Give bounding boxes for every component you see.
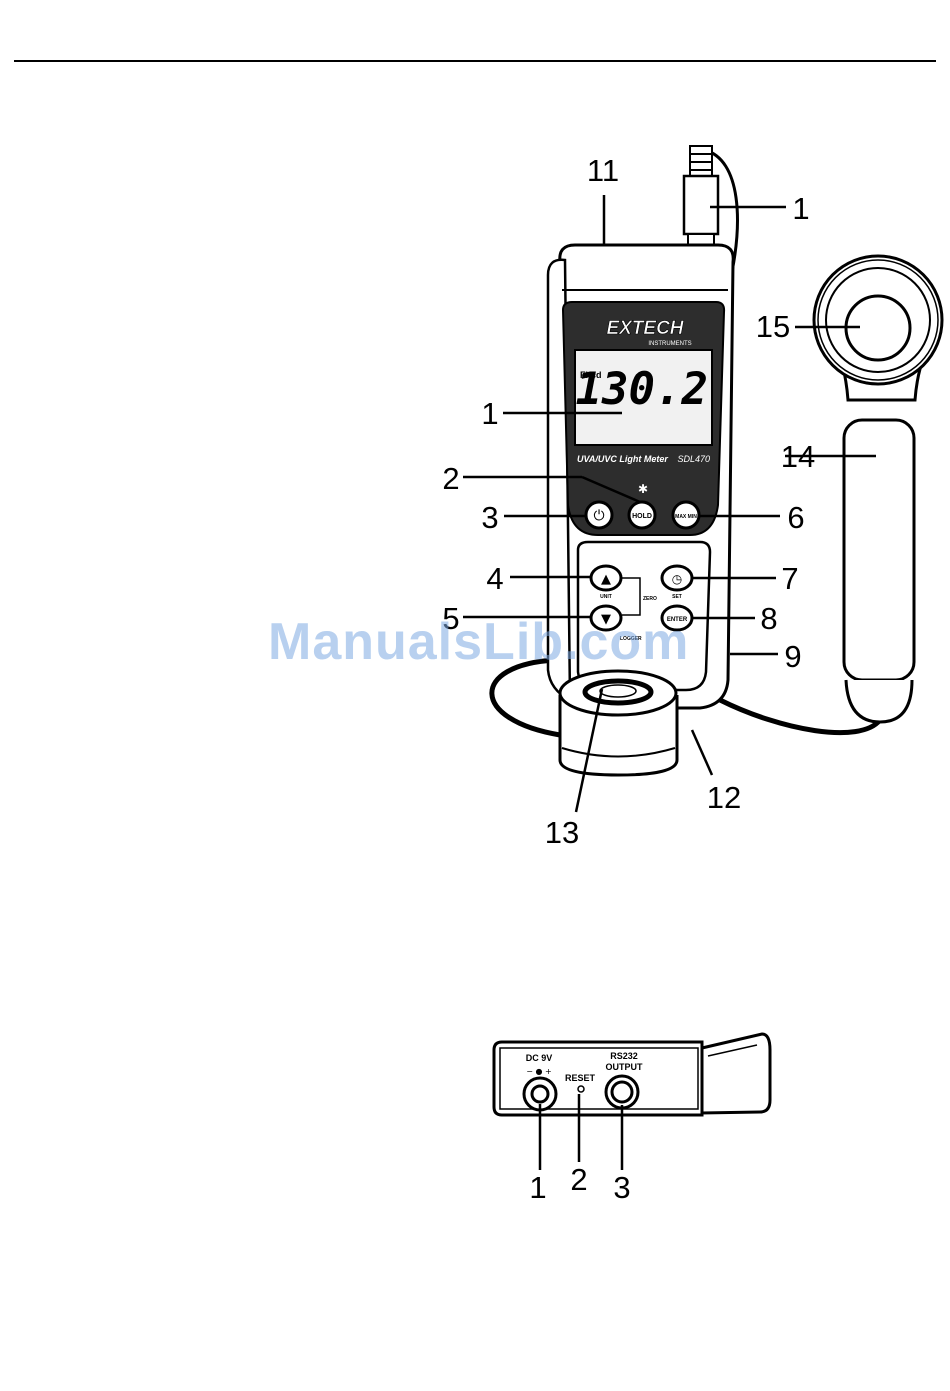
clock-icon: ◷ (672, 572, 683, 586)
brand-sub: INSTRUMENTS (648, 341, 691, 347)
up-unit-button[interactable]: ▲ (591, 566, 621, 590)
callout-15: 15 (756, 309, 790, 344)
set-label: SET (672, 594, 682, 600)
time-set-button[interactable]: ◷ (662, 566, 692, 590)
callout-13: 13 (545, 815, 579, 850)
reset-label: RESET (565, 1073, 596, 1083)
unit-label: UNIT (600, 594, 612, 600)
callout-11: 11 (587, 153, 619, 188)
base-sensor (560, 671, 677, 775)
output-label: OUTPUT (606, 1062, 644, 1072)
hold-button[interactable]: HOLD (629, 502, 655, 528)
side-callout-3: 3 (613, 1170, 630, 1205)
max-min-label: MAX MIN (675, 514, 697, 520)
zero-label: ZERO (643, 596, 657, 602)
callout-2: 2 (442, 461, 459, 496)
callout-14: 14 (781, 439, 815, 474)
side-callout-2: 2 (570, 1162, 587, 1197)
watermark: ManualsLib.com (268, 612, 689, 672)
rs232-label: RS232 (610, 1051, 638, 1061)
callout-8: 8 (760, 601, 777, 636)
callout-12: 12 (707, 780, 741, 815)
hold-label: HOLD (632, 513, 652, 520)
callout-9: 9 (784, 639, 801, 674)
callout-1-top: 1 (792, 191, 809, 226)
max-min-button[interactable]: MAX MIN (673, 502, 699, 528)
up-arrow-icon: ▲ (601, 572, 611, 587)
dc-polarity: − ● + (526, 1067, 551, 1076)
backlight-icon: ✱ (638, 482, 648, 496)
power-button[interactable]: ⏻ (586, 502, 612, 528)
dc-label: DC 9V (526, 1053, 553, 1063)
brand-logo: EXTECH (606, 318, 684, 339)
model-name: SDL470 (677, 454, 710, 464)
callout-1-display: 1 (481, 396, 498, 431)
callout-3: 3 (481, 500, 498, 535)
callout-6: 6 (787, 500, 804, 535)
callout-4: 4 (486, 561, 503, 596)
callout-7: 7 (781, 561, 798, 596)
power-icon: ⏻ (593, 508, 604, 524)
product-name: UVA/UVC Light Meter (577, 454, 668, 464)
display-value: 130.2 (576, 364, 708, 415)
side-callout-1: 1 (529, 1170, 546, 1205)
top-connector (684, 146, 718, 248)
